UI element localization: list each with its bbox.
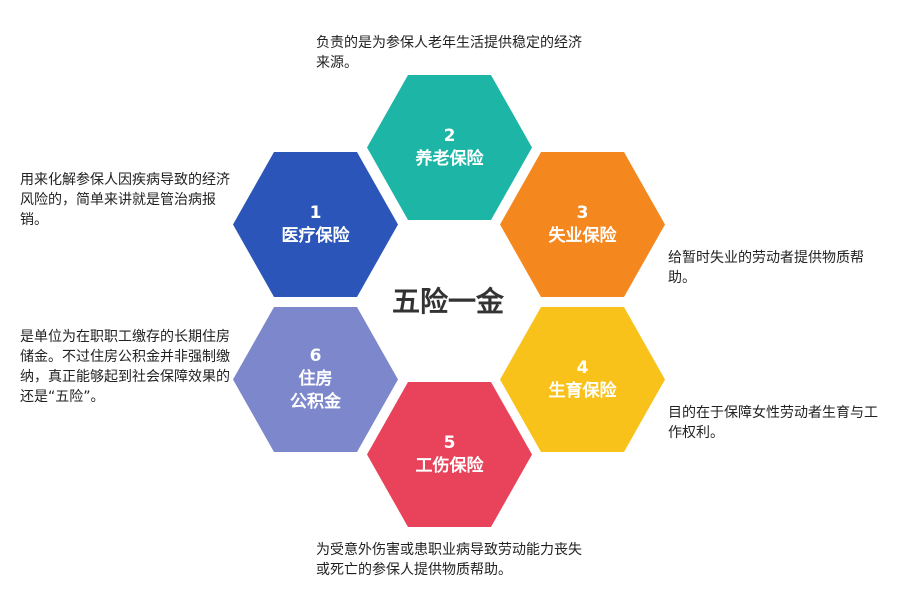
hexagon-shape <box>233 307 398 452</box>
center-title: 五险一金 <box>391 285 504 318</box>
item-number: 3 <box>576 202 589 223</box>
hexagon-shape <box>367 75 532 220</box>
item-number: 1 <box>309 202 322 223</box>
description-injury: 为受意外伤害或患职业病导致劳动能力丧失或死亡的参保人提供物质帮助。 <box>316 542 582 578</box>
item-number: 4 <box>576 357 589 378</box>
description-medical: 用来化解参保人因疾病导致的经济风险的，简单来讲就是管治病报销。 <box>20 172 230 228</box>
hexagon-housing-fund: 6 住房公积金 <box>233 307 398 452</box>
description-unemployment: 给暂时失业的劳动者提供物质帮助。 <box>668 250 864 286</box>
hexagon-shape <box>367 382 532 527</box>
item-name: 失业保险 <box>548 225 617 246</box>
item-name: 养老保险 <box>415 148 484 169</box>
item-name: 生育保险 <box>548 380 617 401</box>
item-name: 住房 <box>298 369 333 389</box>
description-maternity: 目的在于保障女性劳动者生育与工作权利。 <box>668 405 878 441</box>
item-name: 医疗保险 <box>281 225 350 246</box>
hexagon-shape <box>500 152 665 297</box>
description-housing-fund: 是单位为在职职工缴存的长期住房储金。不过住房公积金并非强制缴纳，真正能够起到社会… <box>20 329 230 405</box>
description-pension: 负责的是为参保人老年生活提供稳定的经济来源。 <box>316 35 582 71</box>
item-name: 工伤保险 <box>415 455 484 476</box>
item-name-line2: 公积金 <box>290 392 341 412</box>
item-number: 6 <box>309 346 322 366</box>
hexagon-shape <box>233 152 398 297</box>
item-number: 2 <box>443 125 456 146</box>
item-number: 5 <box>443 432 456 453</box>
hexagon-shape <box>500 307 665 452</box>
